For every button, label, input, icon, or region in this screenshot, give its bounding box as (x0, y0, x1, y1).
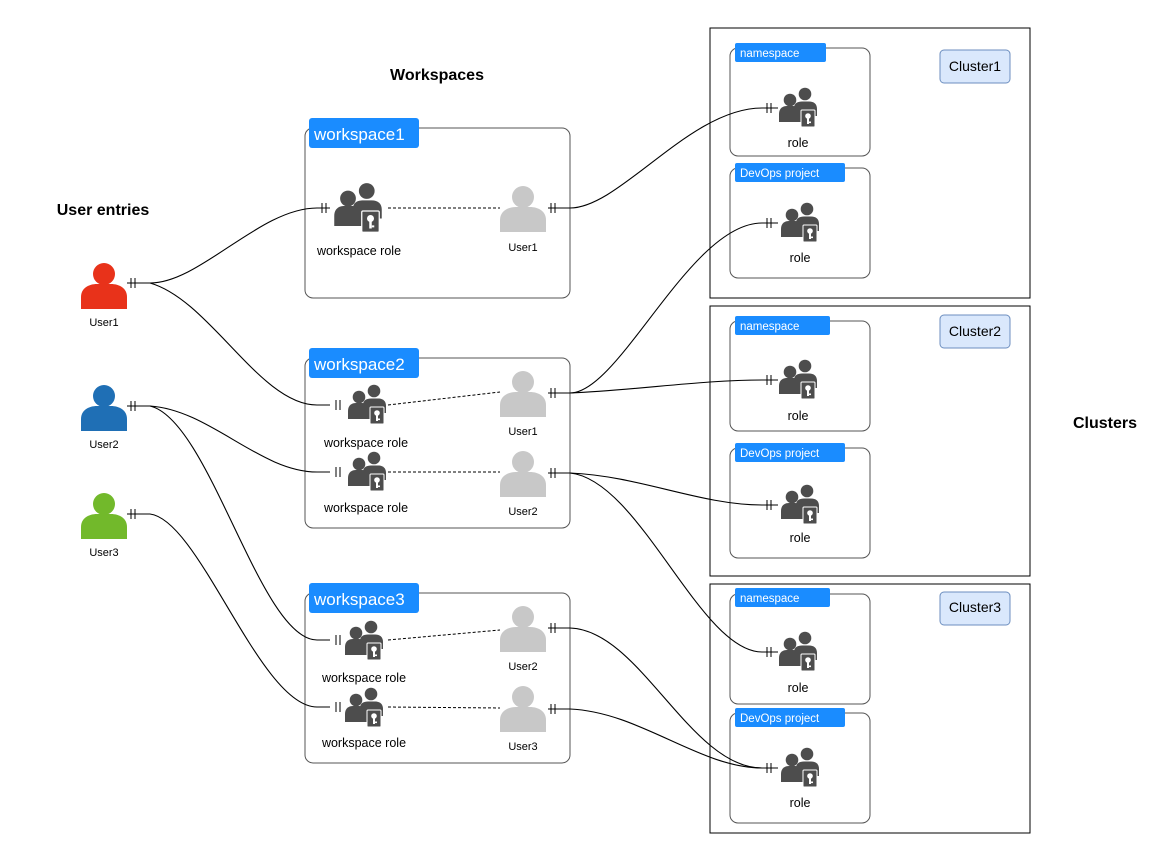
cluster2-devops-role[interactable]: role (780, 484, 820, 545)
workspace1-member-1-label: User1 (508, 242, 537, 254)
workspace2-member-2-label: User2 (508, 506, 537, 518)
cluster3-box (709, 583, 1031, 834)
workspace3-member-2[interactable]: User3 (500, 686, 546, 753)
workspace2-tag[interactable]: workspace2 (309, 348, 419, 378)
user-icon (81, 385, 127, 431)
user-entry-2[interactable]: User2 (81, 385, 127, 451)
cluster3-namespace-role-label: role (788, 681, 809, 695)
workspace2-name: workspace2 (313, 355, 405, 374)
cluster3-devops-tag[interactable]: DevOps project (735, 708, 845, 727)
workspace1-member-1[interactable]: User1 (500, 186, 546, 254)
cluster2-devops-tag[interactable]: DevOps project (735, 443, 845, 462)
user-icon (81, 493, 127, 539)
workspace2-member-1-label: User1 (508, 426, 537, 438)
cluster1-devops-tag[interactable]: DevOps project (735, 163, 845, 182)
cluster2-devops-role-label: role (790, 531, 811, 545)
workspace3-member-2-label: User3 (508, 741, 537, 753)
workspace2-role-2[interactable]: workspace role (323, 451, 408, 515)
workspace1-role[interactable]: workspace role (316, 182, 401, 258)
cluster2-namespace-role-label: role (788, 409, 809, 423)
cluster3-namespace-label: namespace (740, 593, 799, 605)
cluster1-devops-label: DevOps project (740, 168, 820, 180)
workspace3-role-2-label: workspace role (321, 736, 406, 750)
user-entry-3-label: User3 (89, 547, 118, 559)
cluster3-name: Cluster3 (949, 599, 1001, 615)
user-icon (81, 263, 127, 309)
cluster2-box (709, 305, 1031, 577)
connectors (127, 103, 778, 773)
cluster1-box (709, 27, 1031, 299)
cluster1-tag: Cluster1 (939, 49, 1011, 84)
cluster1-namespace-role-label: role (788, 136, 809, 150)
workspace2-member-2[interactable]: User2 (500, 451, 546, 518)
workspace2-member-1[interactable]: User1 (500, 371, 546, 438)
cluster1-name: Cluster1 (949, 58, 1001, 74)
cluster3-namespace-tag[interactable]: namespace (735, 588, 830, 607)
workspace1-box (304, 127, 571, 299)
workspace2-role-1[interactable]: workspace role (323, 384, 408, 450)
workspace3-tag[interactable]: workspace3 (309, 583, 419, 613)
cluster2-namespace-label: namespace (740, 321, 799, 333)
workspace1-role-label: workspace role (316, 244, 401, 258)
clusters-heading: Clusters (1073, 415, 1137, 432)
workspace3-role-1-label: workspace role (321, 671, 406, 685)
user-entry-1[interactable]: User1 (81, 263, 127, 329)
cluster2-devops-label: DevOps project (740, 448, 820, 460)
workspace3-name: workspace3 (313, 590, 405, 609)
workspace3-role-2[interactable]: workspace role (321, 687, 406, 750)
cluster3-namespace-role[interactable]: role (778, 631, 818, 695)
workspace2-role-1-label: workspace role (323, 436, 408, 450)
cluster1-namespace-tag[interactable]: namespace (735, 43, 826, 62)
cluster1-namespace-label: namespace (740, 48, 799, 60)
workspace3-member-1-label: User2 (508, 661, 537, 673)
cluster3-devops-label: DevOps project (740, 713, 820, 725)
user-entries-heading: User entries (57, 202, 150, 219)
cluster2-tag: Cluster2 (939, 314, 1011, 349)
user-entry-3[interactable]: User3 (81, 493, 127, 559)
workspace2-role-2-label: workspace role (323, 501, 408, 515)
workspace3-member-1[interactable]: User2 (500, 606, 546, 673)
cluster1-namespace-role[interactable]: role (778, 87, 818, 150)
workspaces-heading: Workspaces (390, 67, 484, 84)
cluster1-devops-role-label: role (790, 251, 811, 265)
cluster2-namespace-role[interactable]: role (778, 359, 818, 423)
cluster2-name: Cluster2 (949, 323, 1001, 339)
user-entry-2-label: User2 (89, 439, 118, 451)
cluster1-devops-role[interactable]: role (780, 202, 820, 265)
cluster3-tag: Cluster3 (939, 591, 1011, 626)
workspace1-tag[interactable]: workspace1 (309, 118, 419, 148)
user-entry-1-label: User1 (89, 317, 118, 329)
workspace1-name: workspace1 (313, 125, 405, 144)
workspace3-role-1[interactable]: workspace role (321, 620, 406, 685)
cluster3-devops-role[interactable]: role (780, 747, 820, 810)
cluster3-devops-role-label: role (790, 796, 811, 810)
cluster2-namespace-tag[interactable]: namespace (735, 316, 830, 335)
